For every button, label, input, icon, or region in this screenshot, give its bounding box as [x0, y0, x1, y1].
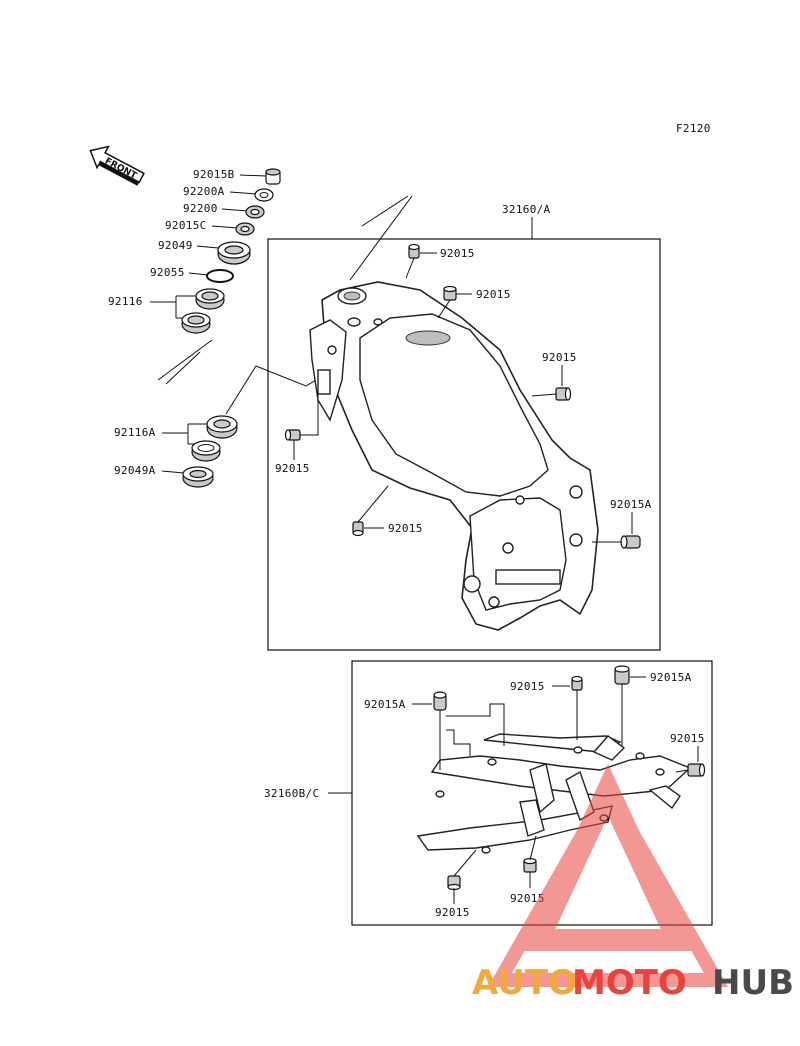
subframe-drawing	[416, 733, 692, 854]
label-lower-92015-b: 92015	[670, 732, 705, 745]
race-92116A	[206, 415, 238, 439]
bolt-lower-92015-bc	[523, 857, 537, 873]
steering-parts: 92015B 92200A 92200 92015C 92049 92055	[108, 168, 413, 488]
label-92015C: 92015C	[165, 219, 207, 232]
bolt-lower-92015A-top	[614, 665, 630, 685]
label-upper-92015A: 92015A	[610, 498, 652, 511]
bolt-lower-92015A-left	[433, 691, 447, 711]
label-lower-92015-a: 92015	[510, 680, 545, 693]
label-upper-92015-a: 92015	[440, 247, 475, 260]
bolt-92015-right	[555, 387, 572, 401]
label-92116A: 92116A	[114, 426, 156, 439]
main-frame-box	[267, 238, 661, 651]
bolt-lower-92015-top	[571, 675, 583, 691]
oring-92055	[206, 269, 234, 283]
automotohub-logo: AUTO MOTO HUB	[472, 763, 794, 1003]
label-92015B: 92015B	[193, 168, 235, 181]
diagram-code: F2120	[676, 122, 711, 135]
label-92200A: 92200A	[183, 185, 225, 198]
label-32160A: 32160/A	[502, 203, 551, 216]
logo-moto: MOTO	[572, 963, 687, 1003]
label-92049: 92049	[158, 239, 193, 252]
bolt-92015-left	[284, 429, 301, 441]
bearing-92116A	[191, 440, 221, 462]
main-frame-group: 32160/A	[267, 203, 661, 651]
label-92116: 92116	[108, 295, 143, 308]
bolt-lower-92015-right	[687, 763, 706, 777]
seal-92049A	[182, 466, 214, 488]
logo-auto: AUTO	[472, 963, 577, 1003]
logo-hub: HUB	[712, 963, 794, 1003]
front-arrow-icon: FRONT	[89, 145, 145, 186]
nut-92015B	[265, 168, 281, 185]
washer-92200A	[254, 188, 274, 202]
label-upper-92015-c: 92015	[542, 351, 577, 364]
bolt-92015-top	[408, 243, 420, 259]
label-92049A: 92049A	[114, 464, 156, 477]
label-92200: 92200	[183, 202, 218, 215]
label-upper-92015-b: 92015	[476, 288, 511, 301]
bolt-92015-center	[443, 285, 457, 301]
label-32160BC: 32160B/C	[264, 787, 319, 800]
bolt-92015-bottom	[352, 521, 364, 537]
label-lower-92015-d: 92015	[510, 892, 545, 905]
race-92116-upper	[195, 288, 225, 310]
label-lower-92015A-b: 92015A	[650, 671, 692, 684]
main-frame-drawing	[309, 281, 599, 631]
label-92055: 92055	[150, 266, 185, 279]
bolt-lower-92015-bl	[447, 875, 461, 891]
label-upper-92015-e: 92015	[388, 522, 423, 535]
label-upper-92015-d: 92015	[275, 462, 310, 475]
bolt-92015A	[620, 535, 641, 549]
seal-92049	[217, 241, 251, 265]
subframe-group: 32160B/C 92015	[264, 660, 713, 926]
race-92116-lower	[181, 312, 211, 334]
label-lower-92015A-a: 92015A	[364, 698, 406, 711]
label-lower-92015-c: 92015	[435, 906, 470, 919]
